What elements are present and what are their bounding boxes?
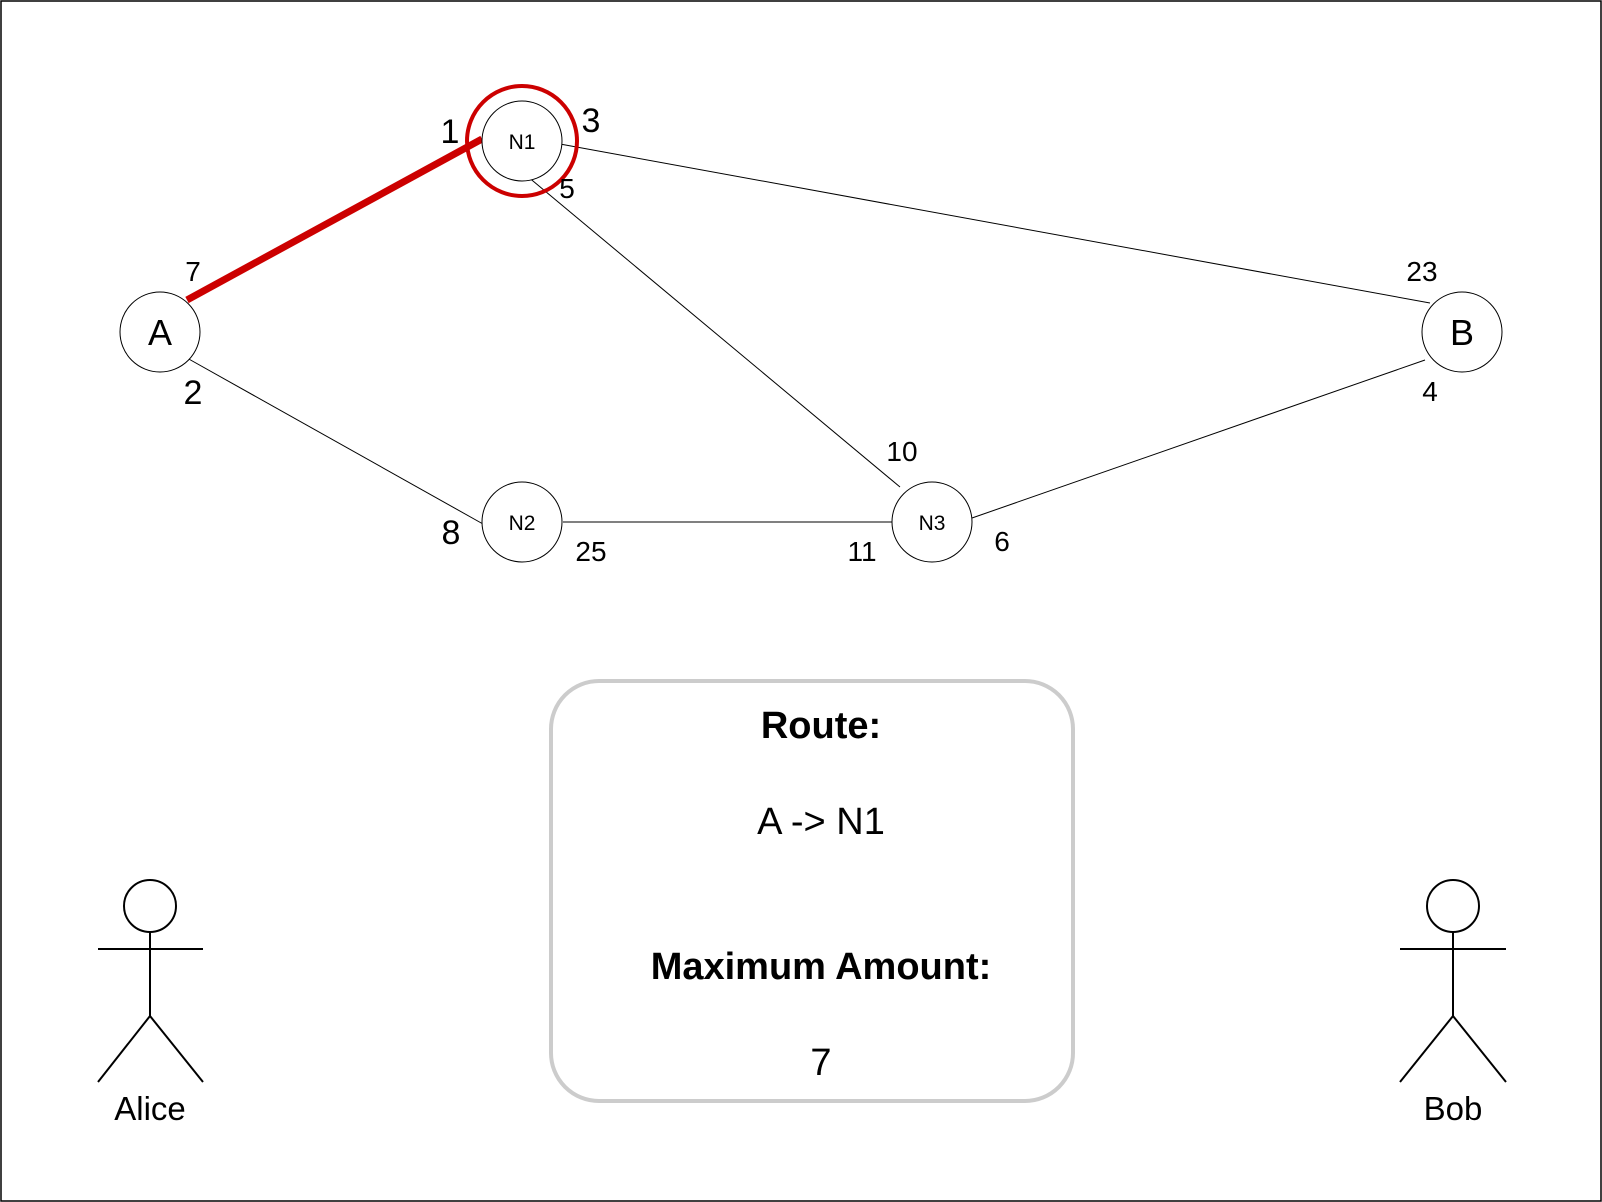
actor-alice-label: Alice bbox=[114, 1090, 186, 1127]
capacity-n2-n3-at-n3: 11 bbox=[847, 536, 876, 567]
capacity-n1-n3-at-n3: 10 bbox=[886, 436, 917, 467]
node-n3-label: N3 bbox=[919, 512, 946, 535]
capacity-a-n2-at-n2: 8 bbox=[442, 514, 461, 552]
edge-n1-b bbox=[559, 143, 1431, 304]
stick-figure-icon bbox=[97, 879, 204, 1083]
edge-n1-n3 bbox=[526, 175, 901, 488]
edge-n3-b bbox=[971, 359, 1426, 519]
edge-a-n2 bbox=[186, 357, 484, 525]
actor-alice: Alice bbox=[97, 879, 204, 1127]
node-n2: N2 bbox=[481, 481, 563, 563]
capacity-a-n2-at-a: 2 bbox=[184, 374, 203, 412]
node-b: B bbox=[1421, 291, 1503, 373]
node-n1: N1 bbox=[465, 84, 579, 198]
capacity-a-n1-at-n1: 1 bbox=[441, 113, 460, 151]
route-value: A -> N1 bbox=[757, 801, 885, 843]
actor-bob: Bob bbox=[1399, 879, 1507, 1127]
stick-figure-icon bbox=[1399, 879, 1507, 1083]
route-heading: Route: bbox=[761, 705, 881, 747]
actor-bob-label: Bob bbox=[1424, 1090, 1483, 1127]
node-n3: N3 bbox=[891, 481, 973, 563]
capacity-n1-n3-at-n1: 5 bbox=[559, 173, 575, 204]
selected-node-ring bbox=[465, 84, 579, 198]
node-n1-label: N1 bbox=[509, 131, 536, 154]
route-panel: Route: A -> N1 Maximum Amount: 7 bbox=[549, 679, 1075, 1103]
node-a: A bbox=[119, 291, 201, 373]
capacity-n2-n3-at-n2: 25 bbox=[575, 536, 606, 567]
node-n2-label: N2 bbox=[509, 512, 536, 535]
edge-a-n1-highlighted bbox=[185, 135, 484, 304]
capacity-n1-b-at-b: 23 bbox=[1406, 256, 1437, 287]
capacity-a-n1-at-a: 7 bbox=[185, 256, 201, 287]
capacity-n1-b-at-n1: 3 bbox=[582, 102, 601, 140]
max-amount-heading: Maximum Amount: bbox=[651, 946, 992, 988]
capacity-n3-b-at-n3: 6 bbox=[994, 526, 1010, 557]
capacity-n3-b-at-b: 4 bbox=[1422, 376, 1438, 407]
node-a-label: A bbox=[148, 312, 172, 353]
max-amount-value: 7 bbox=[810, 1042, 831, 1084]
node-b-label: B bbox=[1450, 312, 1474, 353]
